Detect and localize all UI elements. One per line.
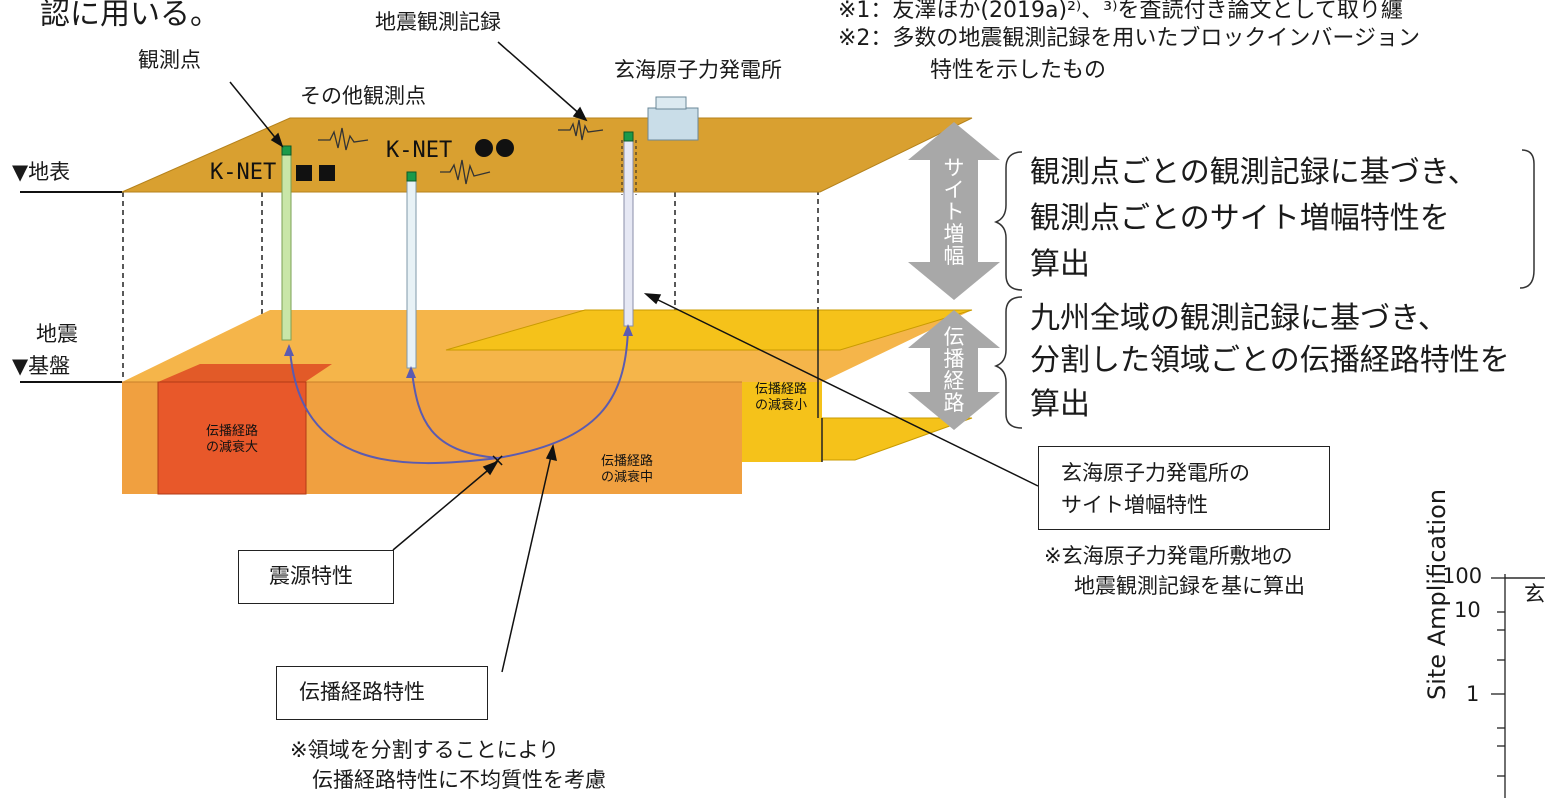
- pointer-lines: [229, 41, 1039, 673]
- waveforms: [318, 119, 604, 185]
- path-explanation-line-3: 算出: [1030, 387, 1090, 422]
- knet-label-left: K-NET: [210, 160, 277, 185]
- intro-fragment: 認に用いる。: [40, 0, 220, 32]
- brackets: [993, 149, 1535, 429]
- yellow-region-front: [742, 382, 822, 462]
- attenuation-medium-label: 伝播経路 の減衰中: [600, 454, 653, 486]
- site-note-1: ※玄海原子力発電所敷地の: [1044, 544, 1293, 568]
- path-characteristics-box: 伝播経路特性: [276, 666, 488, 720]
- site-explanation-line-1: 観測点ごとの観測記録に基づき、: [1030, 155, 1478, 190]
- path-note-2: 伝播経路特性に不均質性を考慮: [312, 768, 606, 792]
- note-2: ※2：多数の地震観測記録を用いたブロックインバージョン: [838, 26, 1420, 51]
- borehole-right: [623, 137, 634, 327]
- gray-arrows: [908, 122, 1000, 430]
- source-characteristics-label: 震源特性: [269, 564, 353, 588]
- attenuation-large-label: 伝播経路 の減衰大: [205, 424, 258, 456]
- chart-ytick-1: 1: [1466, 682, 1480, 706]
- label-plant: 玄海原子力発電所: [614, 58, 782, 82]
- borehole-left: [281, 151, 292, 341]
- site-box-line-1: 玄海原子力発電所の: [1061, 461, 1250, 485]
- chart-title-fragment: 玄: [1524, 582, 1545, 606]
- source-characteristics-box: 震源特性: [238, 550, 394, 604]
- path-note-1: ※領域を分割することにより: [290, 738, 560, 762]
- site-explanation-line-3: 算出: [1030, 247, 1090, 282]
- path-characteristics-label: 伝播経路特性: [299, 680, 425, 704]
- wave-paths: [289, 329, 629, 465]
- label-surface: ▼地表: [12, 160, 71, 184]
- red-region-top: [158, 364, 332, 382]
- svg-text:×: ×: [490, 450, 505, 471]
- attenuation-small-label: 伝播経路 の減衰小: [754, 382, 807, 414]
- site-amplification-arrow-label: サ イ ト 増 幅: [943, 155, 965, 269]
- note-2-continued: 特性を示したもの: [930, 58, 1107, 83]
- label-other-points: その他観測点: [300, 84, 426, 108]
- label-seismic-record: 地震観測記録: [375, 10, 501, 34]
- chart-axis: [1491, 574, 1545, 798]
- chart-ytick-10: 10: [1454, 598, 1481, 622]
- note-1: ※1：友澤ほか(2019a)²⁾、³⁾を査読付き論文として取り纏: [838, 0, 1403, 23]
- chart-ylabel: Site Amplification: [1423, 488, 1451, 700]
- red-region-front: [157, 381, 307, 495]
- path-explanation-line-2: 分割した領域ごとの伝播経路特性を: [1030, 343, 1510, 378]
- site-explanation-line-2: 観測点ごとのサイト増幅特性を: [1030, 201, 1450, 236]
- site-amplification-box: 玄海原子力発電所の サイト増幅特性: [1038, 446, 1330, 530]
- site-note-2: 地震観測記録を基に算出: [1074, 574, 1305, 598]
- path-explanation-line-1: 九州全域の観測記録に基づき、: [1030, 301, 1448, 336]
- borehole-middle: [406, 177, 417, 369]
- label-bedrock-bottom: ▼基盤: [12, 354, 71, 378]
- knet-label-right: K-NET: [386, 138, 453, 163]
- chart-ytick-100: 100: [1442, 564, 1483, 588]
- yellow-region-top: [445, 309, 973, 351]
- plant-building: [647, 107, 699, 141]
- label-bedrock-top: 地震: [36, 322, 78, 346]
- site-box-line-2: サイト増幅特性: [1061, 493, 1208, 517]
- path-arrow-label: 伝 播 経 路: [943, 324, 965, 416]
- label-observation-point: 観測点: [138, 48, 201, 72]
